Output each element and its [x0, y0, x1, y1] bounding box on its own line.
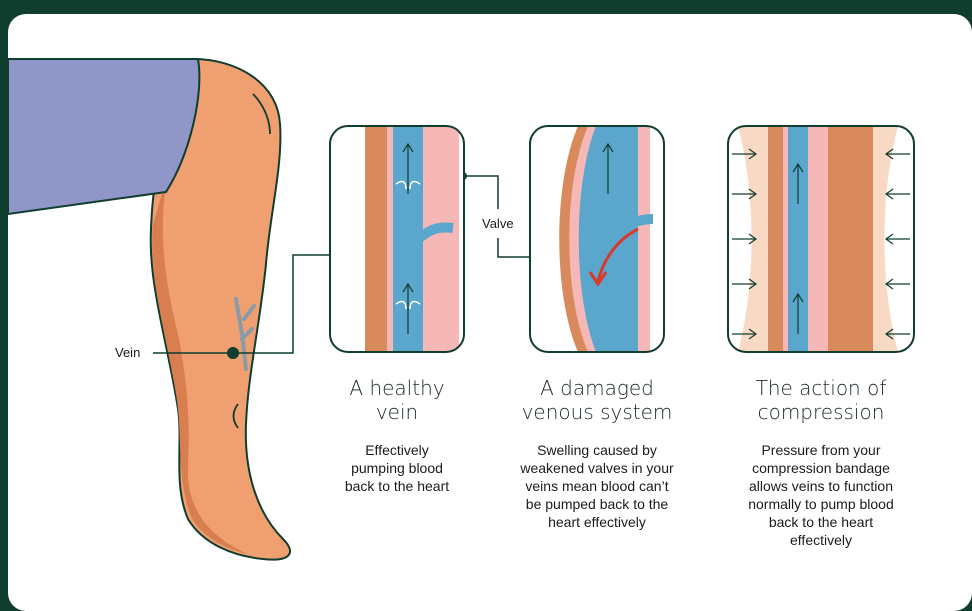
- healthy-vein-title: A healthy vein: [297, 376, 497, 424]
- compression-title: The action of compression: [721, 376, 921, 424]
- infographic-card: Vein Valve A healthy vein Effectively pu…: [8, 14, 972, 611]
- damaged-venous-system-description: Swelling caused by weakened valves in yo…: [497, 441, 697, 531]
- healthy-vein-description: Effectively pumping blood back to the he…: [297, 441, 497, 495]
- compression-panel: [728, 126, 914, 352]
- valve-label: Valve: [482, 216, 514, 231]
- leg-illustration: [8, 59, 290, 560]
- vein-label: Vein: [115, 345, 140, 360]
- compression-description: Pressure from your compression bandage a…: [721, 441, 921, 549]
- damaged-venous-system-title: A damaged venous system: [497, 376, 697, 424]
- damaged-vein-panel: [530, 126, 664, 352]
- healthy-vein-panel: [330, 126, 464, 352]
